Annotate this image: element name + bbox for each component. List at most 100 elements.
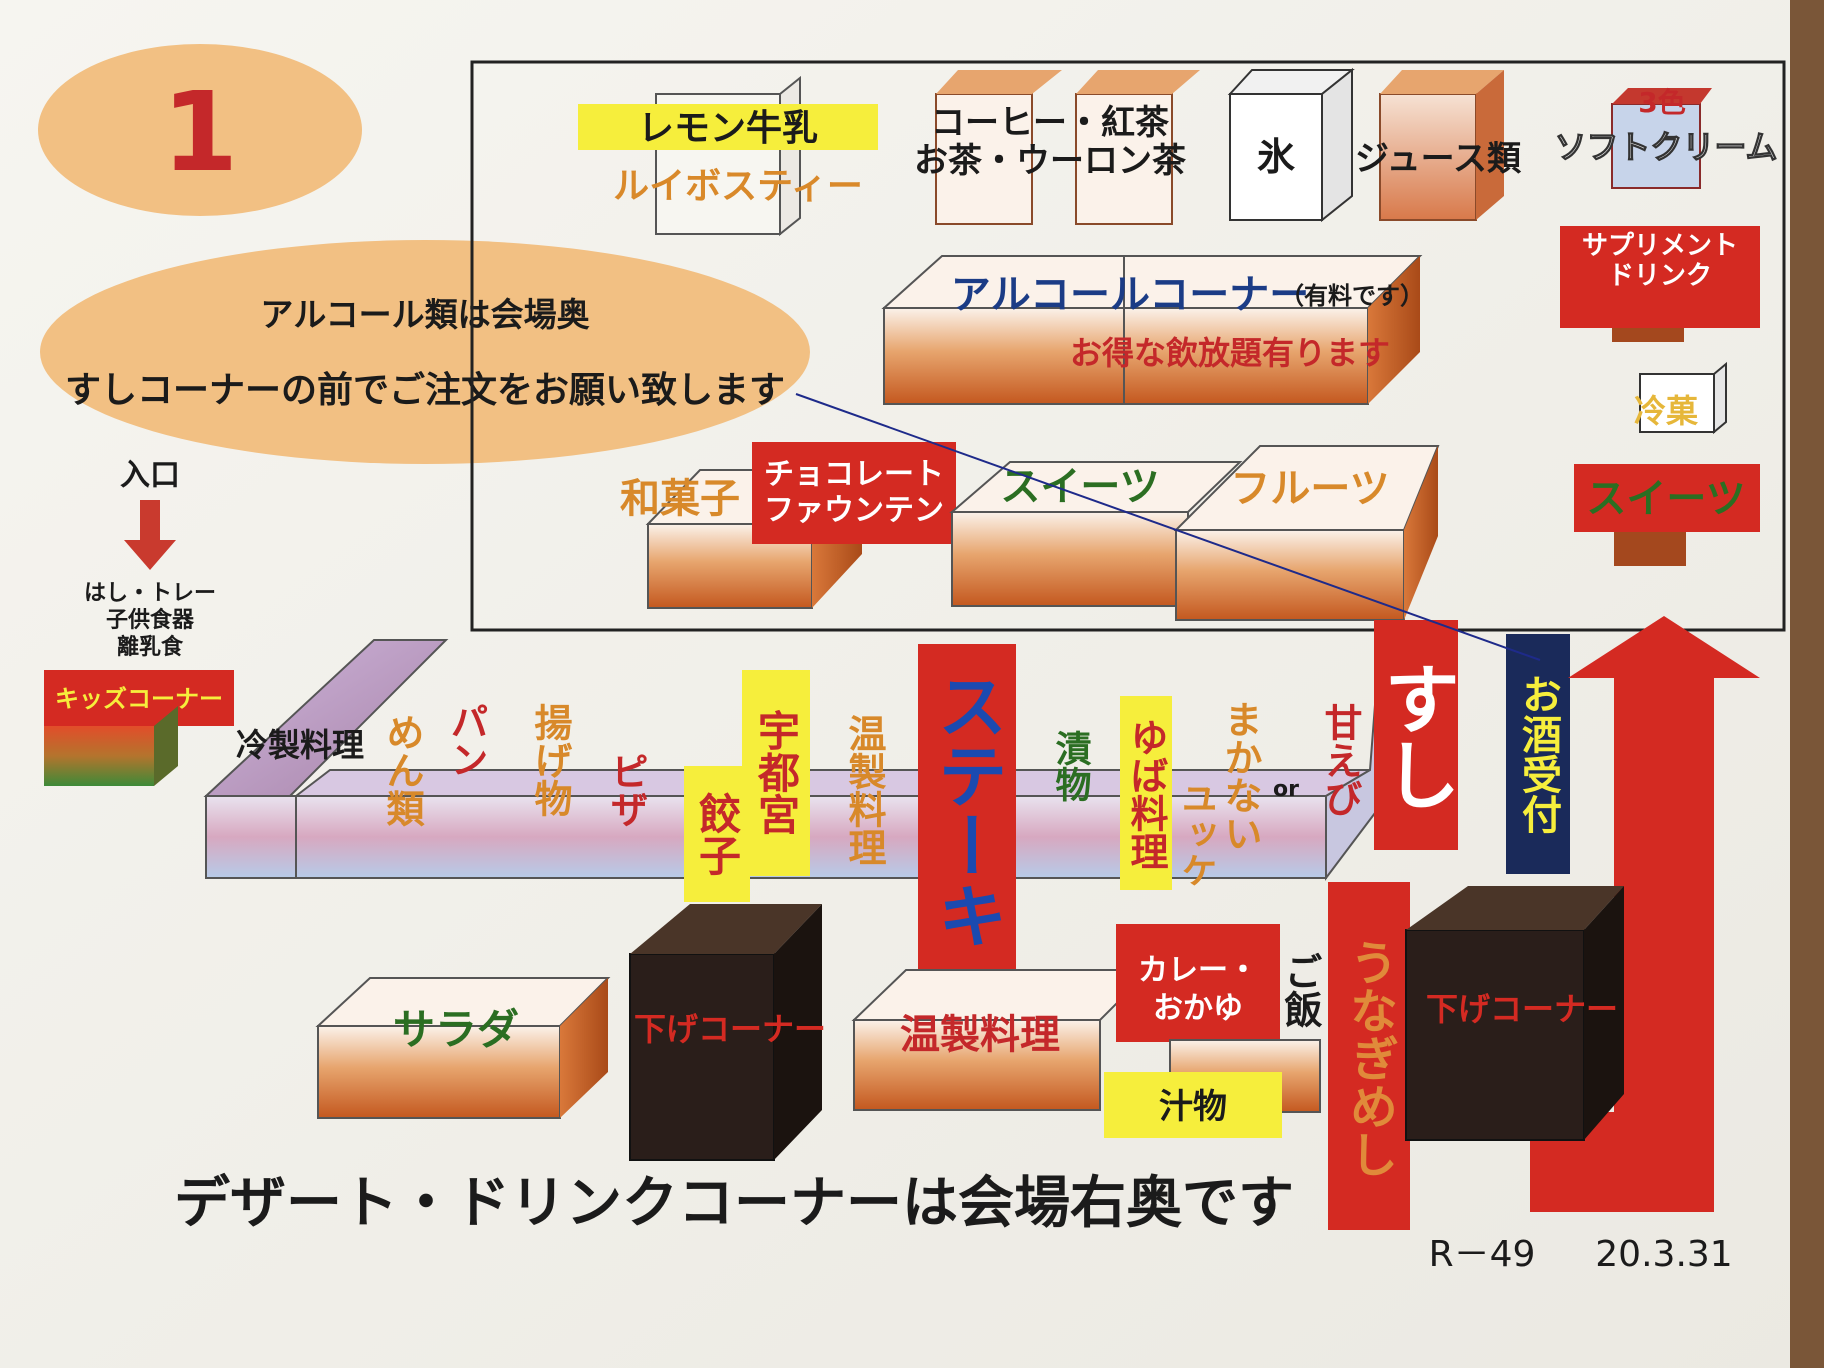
hot-dishes-label: 温製料理 <box>900 1012 1060 1058</box>
lemon-milk-box-side <box>779 75 801 237</box>
entrance-item-2: 子供食器 <box>106 607 195 633</box>
chocolate-fountain-sign <box>752 442 956 544</box>
notice-line-1: アルコール類は会場奥 <box>260 295 589 334</box>
hot-dishes-counter <box>853 1019 1101 1111</box>
number-badge <box>38 44 362 216</box>
soft-cream-box-top <box>1612 88 1712 104</box>
supplement-line-1: サプリメント <box>1582 231 1738 261</box>
salad-counter <box>317 1025 561 1119</box>
yuba-sign <box>1120 696 1172 890</box>
soft-cream-tag: 3色 <box>1638 86 1685 119</box>
curry-line-1: カレー・ <box>1138 953 1258 988</box>
wagashi-label: 和菓子 <box>620 476 740 522</box>
chocolate-line-1: チョコレート <box>764 457 944 492</box>
curry-line-2: おかゆ <box>1153 991 1243 1026</box>
cold-dishes-label: 冷製料理 <box>236 726 364 764</box>
coffee-label-line-2: お茶・ウーロン茶 <box>914 141 1187 181</box>
sweets-right-label: スイーツ <box>1586 476 1745 522</box>
kids-corner-block-side <box>154 706 178 786</box>
alcohol-corner-title: アルコールコーナー <box>951 272 1309 318</box>
drink-area-frame <box>470 60 1786 632</box>
direction-arrow-icon <box>1530 616 1760 1212</box>
soft-cream-label: ソフトクリーム <box>1554 128 1777 166</box>
alcohol-corner-free-flow: お得な飲放題有ります <box>1070 334 1390 372</box>
kids-corner-label: キッズコーナー <box>55 685 223 713</box>
entrance-item-1: はし・トレー <box>84 581 216 606</box>
footer-code: R－49 <box>1429 1234 1536 1275</box>
steak-label: ステーキ <box>926 670 1008 950</box>
kids-corner-sign <box>44 670 234 726</box>
entrance-label: 入口 <box>120 458 180 493</box>
coffee-label-line-1: コーヒー・紅茶 <box>931 103 1170 143</box>
or-label: or <box>1273 777 1299 802</box>
lemon-milk-label: レモン牛乳 <box>638 108 818 149</box>
ice-label: 氷 <box>1257 135 1295 179</box>
sake-order-label: お酒受付 <box>1515 674 1562 834</box>
sweets-counter <box>951 511 1189 607</box>
chilled-sweets-box-side <box>1713 361 1727 435</box>
return-corner-left-block <box>629 953 775 1161</box>
yukke-label: ユッケ <box>1176 780 1217 888</box>
makanai-label: まかない <box>1218 700 1262 852</box>
rooibos-label: ルイボスティー <box>613 166 863 207</box>
ice-box-side <box>1321 67 1353 223</box>
supplement-block <box>1612 328 1684 342</box>
fruits-label: フルーツ <box>1230 466 1389 512</box>
pizza-label: ピザ <box>604 752 648 828</box>
coffee-box-1-top <box>936 70 1062 94</box>
chilled-sweets-label: 冷菓 <box>1634 392 1699 430</box>
fried-label: 揚げ物 <box>528 703 572 817</box>
return-corner-left-side <box>774 904 822 1160</box>
cold-dishes-counter <box>205 795 297 879</box>
coffee-box-2-top <box>1076 70 1200 94</box>
sushi-label: すし <box>1372 660 1461 812</box>
sweets-right-sign <box>1574 464 1760 532</box>
fruits-counter <box>1175 529 1405 621</box>
steak-sign <box>918 644 1016 974</box>
sushi-sign <box>1374 620 1458 850</box>
unagi-label: うなぎめし <box>1341 938 1397 1178</box>
gyoza-label: 餃子 <box>693 792 742 876</box>
soup-label: 汁物 <box>1159 1087 1227 1127</box>
sweets-right-block <box>1614 532 1686 566</box>
notice-connector-line <box>795 393 1541 661</box>
entrance-arrow-icon <box>124 500 176 570</box>
card-edge <box>1790 0 1824 1368</box>
unagi-sign <box>1328 882 1410 1230</box>
return-corner-right-block <box>1405 929 1585 1141</box>
hot-dishes-vertical-label: 温製料理 <box>842 714 886 866</box>
return-corner-right-side <box>1584 886 1624 1140</box>
return-corner-right-label: 下げコーナー <box>1426 990 1618 1028</box>
number-badge-text: 1 <box>162 68 239 196</box>
utsunomiya-sign <box>742 670 810 876</box>
supplement-sign <box>1560 226 1760 328</box>
salad-label: サラダ <box>393 1005 519 1054</box>
yuba-label: ゆば料理 <box>1124 718 1168 870</box>
utsunomiya-label: 宇都宮 <box>752 709 801 835</box>
return-corner-left-top <box>630 904 822 954</box>
chocolate-line-2: ファウンテン <box>764 493 944 528</box>
bread-label: パン <box>444 702 488 778</box>
salad-counter-side <box>560 978 608 1118</box>
pickles-label: 漬物 <box>1050 730 1092 802</box>
soup-sign <box>1104 1072 1282 1138</box>
dessert-notice: デザート・ドリンクコーナーは会場右奥です <box>174 1171 1294 1236</box>
footer-date: 20.3.31 <box>1595 1234 1732 1275</box>
sweets-label: スイーツ <box>1000 464 1159 510</box>
supplement-line-2: ドリンク <box>1608 261 1712 291</box>
sake-order-sign <box>1506 634 1570 874</box>
return-corner-left-label: 下げコーナー <box>634 1010 826 1048</box>
notice-bubble <box>40 240 810 464</box>
lemon-milk-sign <box>578 104 878 150</box>
noodles-label: めん類 <box>380 713 424 827</box>
juice-label: ジュース類 <box>1355 139 1522 179</box>
gyoza-sign <box>684 766 750 902</box>
juice-box-side <box>1476 70 1504 220</box>
alcohol-corner-paid: （有料です） <box>1280 282 1424 310</box>
kids-corner-block <box>44 726 154 786</box>
fruits-counter-side <box>1404 446 1438 620</box>
rice-label: ご飯 <box>1278 952 1322 1028</box>
return-corner-right-top <box>1406 886 1624 930</box>
juice-box-top <box>1380 70 1504 94</box>
